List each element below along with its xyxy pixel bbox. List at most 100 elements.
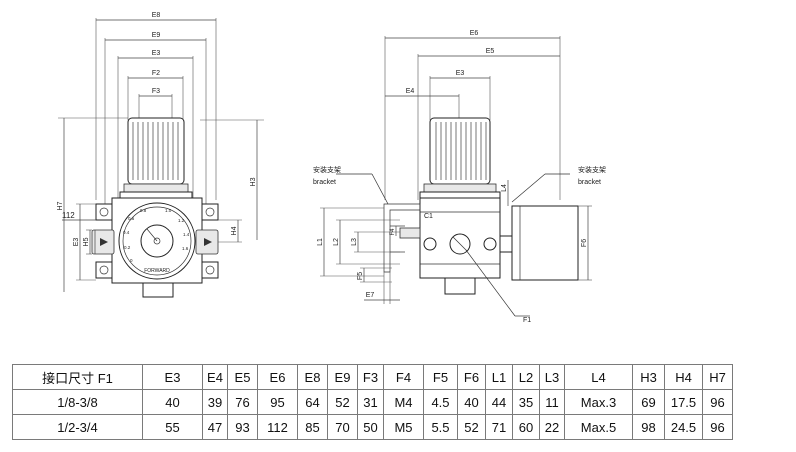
dim-h4: H4: [231, 226, 238, 235]
table-cell: 39: [202, 389, 228, 415]
table-cell: 96: [702, 414, 733, 440]
front-view: E8 E9 E3 F2 F3: [57, 12, 264, 298]
table-cell: 31: [357, 389, 384, 415]
gauge-tick-3: 0.6: [128, 216, 135, 221]
header-l3: L3: [539, 364, 565, 390]
table-cell: 24.5: [664, 414, 703, 440]
table-cell: 64: [297, 389, 328, 415]
table-cell: 112: [257, 414, 298, 440]
dim-e8: E8: [152, 12, 161, 19]
table-cell: 76: [227, 389, 258, 415]
gauge-tick-7: 1.4: [183, 232, 190, 237]
table-cell: 55: [142, 414, 203, 440]
header-l2: L2: [512, 364, 540, 390]
header-l1: L1: [485, 364, 513, 390]
side-view: E6 E5 E3 E4: [313, 30, 606, 324]
technical-drawing: E8 E9 E3 F2 F3: [57, 12, 606, 324]
dim-h5: H5: [83, 237, 90, 246]
table-cell: 69: [632, 389, 665, 415]
table-cell: 52: [327, 389, 358, 415]
dim-f2: F2: [152, 70, 160, 77]
table-cell: 47: [202, 414, 228, 440]
header-e3: E3: [142, 364, 203, 390]
table-cell: 71: [485, 414, 513, 440]
header-f4: F4: [383, 364, 424, 390]
gauge-tick-6: 1.2: [178, 218, 185, 223]
table-cell: 35: [512, 389, 540, 415]
bracket-left-cn: 安装支架: [313, 165, 341, 174]
spec-table: 接口尺寸 F1 E3 E4 E5 E6 E8 E9 F3 F4 F5 F6 L1…: [12, 364, 733, 440]
table-cell: 44: [485, 389, 513, 415]
dim-e4: E4: [406, 88, 415, 95]
table-cell: 95: [257, 389, 298, 415]
header-e9: E9: [327, 364, 358, 390]
header-port-size: 接口尺寸 F1: [12, 364, 143, 390]
dim-112: 112: [62, 211, 75, 220]
table-cell: 40: [457, 389, 486, 415]
dim-c1: C1: [424, 213, 433, 220]
dim-f3: F3: [152, 88, 160, 95]
header-h7: H7: [702, 364, 733, 390]
header-h4: H4: [664, 364, 703, 390]
header-f5: F5: [423, 364, 458, 390]
dim-e3-side-view: E3: [456, 70, 465, 77]
table-row: 1/2-3/4 55 47 93 112 85 70 50 M5 5.5 52 …: [12, 414, 733, 440]
dim-f1: F1: [523, 317, 531, 324]
header-e5: E5: [227, 364, 258, 390]
table-cell: M5: [383, 414, 424, 440]
gauge-tick-8: 1.6: [182, 246, 189, 251]
table-cell: 17.5: [664, 389, 703, 415]
table-cell: 98: [632, 414, 665, 440]
table-cell: M4: [383, 389, 424, 415]
dim-e5: E5: [486, 48, 495, 55]
table-cell: 52: [457, 414, 486, 440]
header-l4: L4: [564, 364, 633, 390]
dim-e7: E7: [366, 292, 375, 299]
table-cell: 70: [327, 414, 358, 440]
gauge-brand: FORWARD: [144, 268, 170, 274]
table-cell: 22: [539, 414, 565, 440]
table-cell: 93: [227, 414, 258, 440]
table-cell: 60: [512, 414, 540, 440]
table-header-row: 接口尺寸 F1 E3 E4 E5 E6 E8 E9 F3 F4 F5 F6 L1…: [12, 364, 733, 390]
gauge-tick-1: 0.2: [124, 245, 131, 250]
dim-l4: L4: [501, 184, 508, 192]
table-cell: 50: [357, 414, 384, 440]
dim-h3: H3: [250, 177, 257, 186]
header-f3: F3: [357, 364, 384, 390]
table-cell: 40: [142, 389, 203, 415]
gauge-tick-0: 0: [130, 258, 133, 263]
bracket-left-en: bracket: [313, 179, 336, 186]
dim-f6: F6: [581, 239, 588, 247]
dim-e9: E9: [152, 32, 161, 39]
header-e4: E4: [202, 364, 228, 390]
header-h3: H3: [632, 364, 665, 390]
dim-l2: L2: [333, 238, 340, 246]
gauge-tick-5: 1.0: [165, 208, 172, 213]
table-cell: 1/2-3/4: [12, 414, 143, 440]
table-row: 1/8-3/8 40 39 76 95 64 52 31 M4 4.5 40 4…: [12, 389, 733, 415]
table-cell: 4.5: [423, 389, 458, 415]
bracket-right-cn: 安装支架: [578, 165, 606, 174]
dim-f4: F4: [390, 228, 396, 236]
gauge-tick-2: 0.4: [123, 230, 130, 235]
dim-f5: F5: [357, 272, 364, 280]
dim-e3-side: E3: [73, 238, 80, 247]
gauge-tick-4: 0.8: [140, 208, 147, 213]
header-e8: E8: [297, 364, 328, 390]
dim-e3-top: E3: [152, 50, 161, 57]
header-f6: F6: [457, 364, 486, 390]
bracket-right-en: bracket: [578, 179, 601, 186]
table-cell: 96: [702, 389, 733, 415]
dim-l3: L3: [351, 238, 358, 246]
dim-l1: L1: [317, 238, 324, 246]
table-cell: 5.5: [423, 414, 458, 440]
dim-h7: H7: [57, 201, 64, 210]
table-cell: 11: [539, 389, 565, 415]
table-cell: Max.5: [564, 414, 633, 440]
header-e6: E6: [257, 364, 298, 390]
table-cell: 1/8-3/8: [12, 389, 143, 415]
table-cell: 85: [297, 414, 328, 440]
dim-e6: E6: [470, 30, 479, 37]
table-cell: Max.3: [564, 389, 633, 415]
